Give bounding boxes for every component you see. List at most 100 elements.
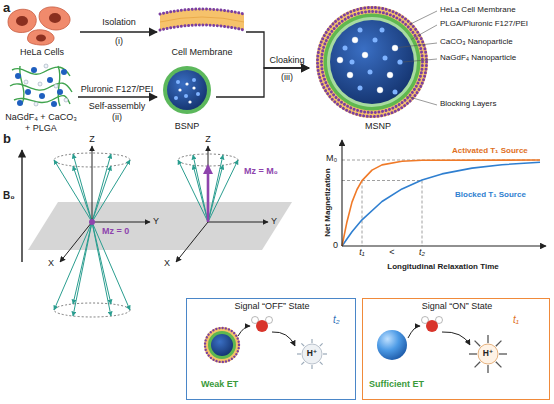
bsnp-node: BSNP [158,62,216,132]
msnp-drawing [352,37,358,43]
panel-letter: a [3,1,10,16]
node-caption: NaGdF₄ + CaCO₃ + PLGA [4,112,78,134]
time-label: t₁ [513,314,519,326]
precursor-drawing [24,64,68,106]
msnp-drawing [343,46,348,51]
step-label: Pluronic F127/PEI [81,84,154,94]
callout-leader [411,25,437,40]
spin-cone-right [176,146,268,262]
bsnp-drawing [167,70,207,110]
msnp-drawing [387,72,393,78]
msnp-drawing [316,6,428,118]
msnp-node: MSNP [310,4,434,132]
off-state-drawing [301,343,304,346]
on-state-drawing [426,320,438,332]
callout-leader [406,96,437,105]
msnp-drawing [373,38,378,43]
node-caption: HeLa Cells [20,47,64,58]
precursor-drawing [10,64,72,107]
node-caption: MSNP [365,121,391,132]
msnp-drawing [316,6,428,118]
hela-cells-drawing [36,35,46,42]
relaxation-graph [341,140,342,246]
on-state-drawing [469,335,507,373]
node-caption: Cell Membrane [171,47,232,58]
off-state-drawing [320,362,323,365]
state-title: Signal “ON” State [422,301,493,311]
bsnp-drawing [178,88,181,91]
hela-cells-drawing [39,7,70,30]
off-state-drawing [323,353,327,354]
bsnp-drawing [174,96,178,100]
precursor-drawing [58,66,60,106]
hela-cells-node: HeLa Cells [4,6,80,58]
comparison-sign: < [389,247,394,257]
spin-cone-right [176,146,268,262]
bsnp-drawing [174,78,200,100]
relaxation-graph [422,181,423,247]
spin-cone-left [54,222,92,310]
msnp-drawing [350,60,355,65]
spin-cone-right [208,160,238,222]
msnp-drawing [380,28,385,33]
membrane-drawing [160,25,244,30]
hela-cells-drawing [8,7,70,45]
spin-cone-left [73,154,92,222]
spin-cone-left [54,146,150,317]
precursor-drawing [15,67,67,107]
hela-cells-drawing [49,13,61,23]
membrane-drawing [160,9,244,30]
precursor-drawing [24,80,28,84]
on-state-drawing [478,344,498,364]
bsnp-drawing [163,66,211,114]
precursor-drawing [44,64,48,68]
msnp-drawing [358,86,363,91]
msnp-drawing [337,57,343,63]
precursor-drawing [31,67,37,73]
spin-cone-right [207,166,210,222]
time-mark: t₁ [359,247,364,257]
step-number: (ii) [112,112,122,122]
precursor-drawing [15,73,21,79]
bsnp-drawing [178,82,195,103]
et-label: Sufficient ET [369,379,424,389]
bsnp-drawing [184,94,188,98]
magnetization-label: Mᴢ = M₀ [244,166,278,176]
msnp-drawing [330,20,414,104]
spin-cone-right [193,155,208,222]
precursor-drawing [34,102,38,106]
spin-cone-left [92,154,111,222]
on-state-drawing [496,362,502,368]
msnp-drawing [368,70,373,75]
on-state-drawing [377,330,407,360]
axis-label: Y [271,216,277,226]
off-state-drawing [256,320,268,332]
on-state-drawing [469,353,477,354]
relaxation-graph [342,140,546,246]
process-arrow [78,96,157,97]
step-label: Isolation [102,17,136,27]
spin-cone-right [178,160,208,222]
off-state-drawing [311,339,312,343]
process-arrow [246,32,309,68]
time-mark: t₂ [419,247,425,257]
msnp-drawing [337,37,398,93]
hela-cells-drawing [8,9,36,32]
cell-membrane-node: Cell Membrane [158,6,246,58]
spin-cone-right [208,146,209,222]
curve-label: Blocked T₁ Source [455,190,526,199]
signal-on-box: Signal “ON” StateSufficient ETH⁺t₁ [362,298,550,400]
on-state-drawing [408,326,420,338]
spin-cone-left [92,222,150,223]
transverse-plane [28,202,292,250]
off-state-drawing [204,327,240,363]
precursor-drawing [25,89,31,95]
bsnp-drawing [188,100,191,103]
on-state-drawing [377,317,507,374]
spin-cone-left [92,222,130,310]
relaxation-graph [342,245,546,246]
msnp-drawing [393,90,398,95]
step-number: (iii) [281,72,293,82]
callout-leader [398,43,437,48]
bsnp-drawing [176,80,180,84]
